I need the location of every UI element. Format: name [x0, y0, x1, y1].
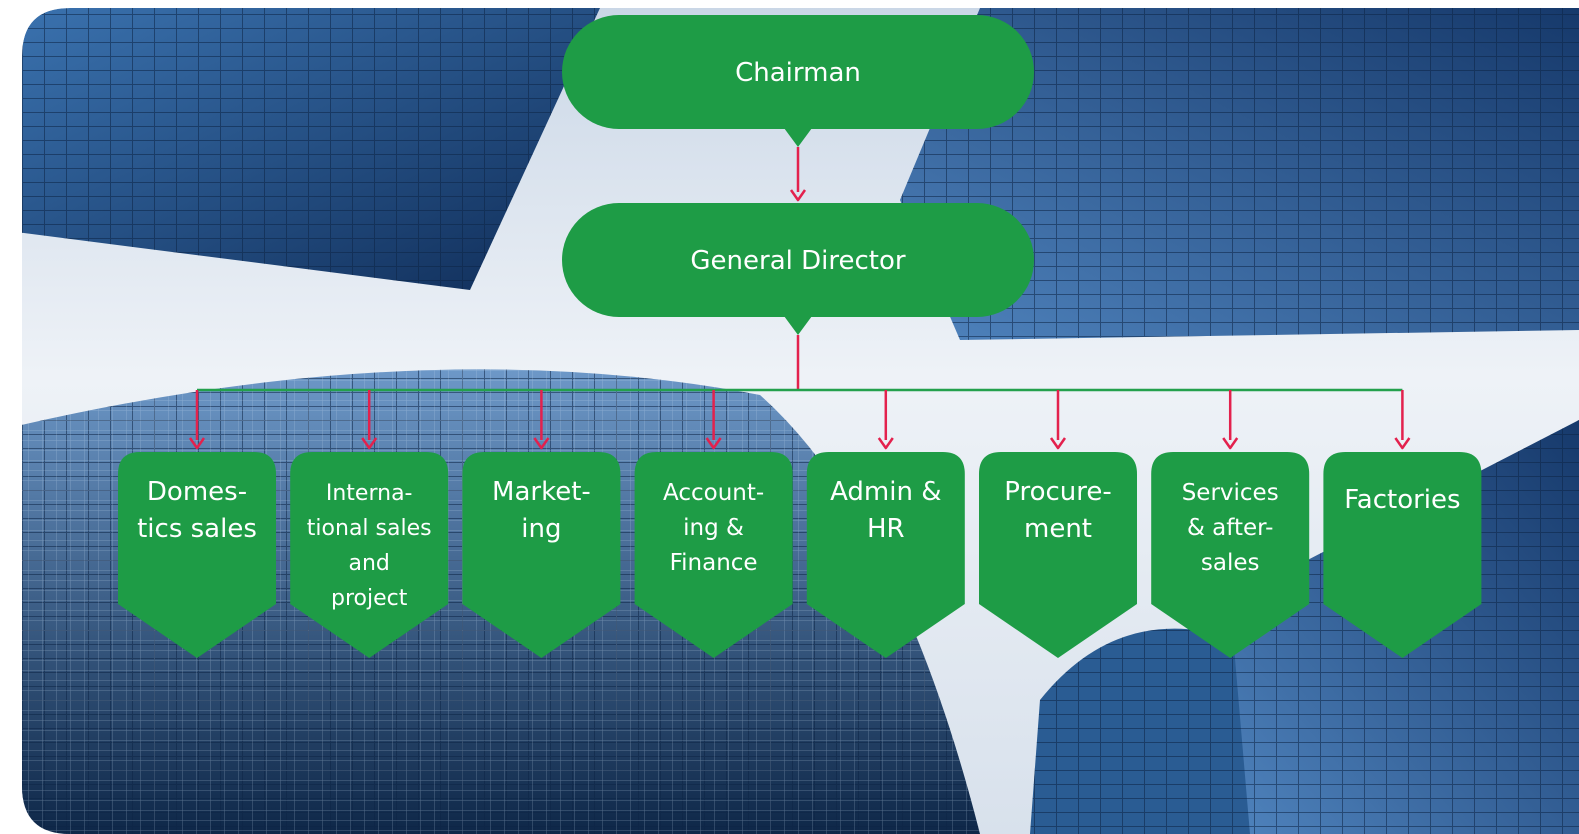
general-director-box-label: General Director [690, 246, 905, 276]
connectors [188, 147, 1411, 450]
dept-admin-hr-line: Admin & [830, 477, 941, 507]
dept-accounting-finance-line: Finance [670, 550, 758, 576]
dept-accounting-finance: Account-ing & Finance [634, 452, 793, 658]
dept-factories: Factories [1323, 452, 1482, 658]
dept-factories-line: Factories [1344, 485, 1460, 515]
dept-international-sales-line: and [349, 551, 390, 576]
chairman-to-director-arrow [789, 147, 807, 202]
dept-admin-hr-line: HR [867, 514, 905, 544]
dept-accounting-finance-line: Account- [663, 480, 764, 506]
dept-services-aftersales-line: Services [1182, 480, 1279, 506]
dept-marketing: Market-ing [462, 452, 621, 658]
dept-marketing-line: ing [521, 514, 561, 544]
dept-admin-hr: Admin & HR [806, 452, 965, 658]
dept-domestic-sales-line: tics sales [137, 514, 257, 544]
arrow-admin-hr [877, 390, 894, 450]
dept-procurement: Procure-ment [979, 452, 1137, 658]
dept-services-aftersales-line: & after- [1187, 515, 1274, 541]
arrow-international-sales [361, 390, 378, 450]
dept-accounting-finance-line: ing & [683, 515, 744, 541]
arrow-factories [1394, 390, 1411, 450]
arrow-procurement [1049, 390, 1067, 450]
dept-marketing-line: Market- [492, 477, 591, 507]
dept-services-aftersales: Services & after-sales [1151, 452, 1310, 658]
dept-domestic-sales: Domes-tics sales [118, 452, 276, 658]
dept-international-sales-line: project [331, 586, 408, 611]
dept-services-aftersales-line: sales [1201, 550, 1260, 576]
dept-international-sales-line: tional sales [307, 516, 432, 541]
arrow-services-aftersales [1222, 390, 1239, 450]
arrow-marketing [533, 390, 550, 450]
dept-procurement-line: Procure- [1004, 477, 1112, 507]
chairman-box: Chairman [562, 15, 1034, 147]
dept-international-sales: Interna-tional sales and project [290, 452, 449, 658]
dept-domestic-sales-line: Domes- [147, 477, 247, 507]
arrow-accounting-finance [705, 390, 722, 450]
dept-international-sales-line: Interna- [326, 481, 413, 506]
dept-procurement-line: ment [1024, 514, 1092, 544]
general-director-box: General Director [562, 203, 1034, 335]
chairman-box-label: Chairman [735, 58, 861, 88]
arrow-domestic-sales [188, 390, 206, 450]
